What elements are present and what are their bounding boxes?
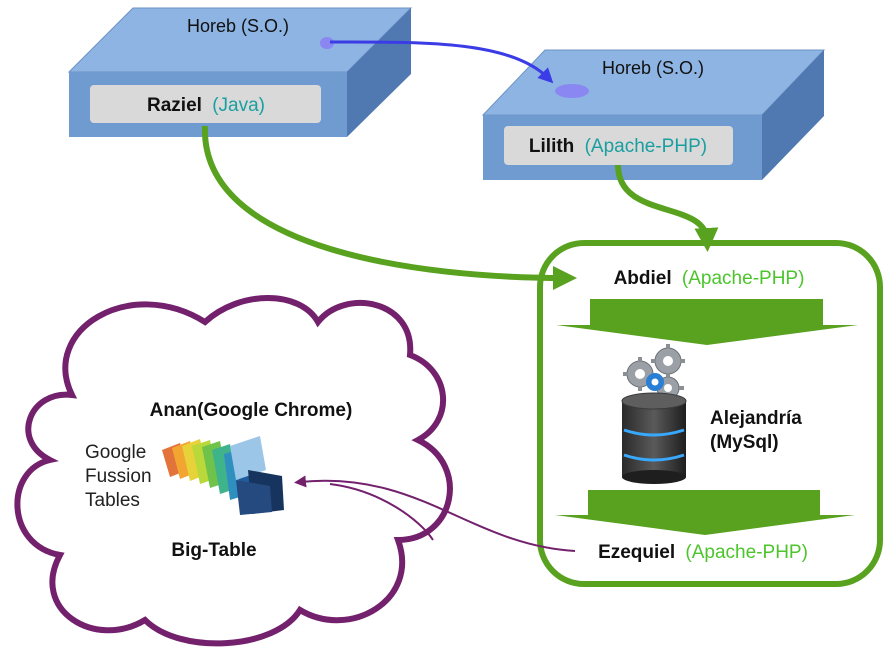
arrow-ezequiel-to-cloud (294, 475, 576, 552)
svg-text:Raziel (Java): Raziel (Java) (147, 95, 265, 116)
folders-icon (162, 436, 284, 515)
service-line3: Tables (85, 490, 140, 511)
connection-dot-right (555, 84, 589, 98)
database-icon (621, 392, 687, 484)
service-line2: Fussion (85, 466, 152, 487)
app-name-lilith: Lilith (529, 136, 574, 157)
arrow-lilith-to-abdiel (615, 164, 719, 252)
service-line1: Google (85, 442, 146, 463)
app-label-box-right (504, 126, 733, 165)
service-name-ezequiel: Ezequiel (598, 542, 675, 563)
app-name-raziel: Raziel (147, 95, 202, 116)
app-tech-raziel: (Java) (212, 95, 265, 116)
blue-sync-arrow (329, 40, 554, 84)
app-label-box-left (90, 85, 321, 123)
svg-text:Abdiel (Apache-PHP): Abdiel (Apache-PHP) (614, 268, 805, 289)
os-label-right: Horeb (S.O.) (602, 58, 704, 78)
db-name-alejandria: Alejandría (710, 408, 802, 429)
storage-label: Big-Table (171, 540, 256, 561)
os-label-left: Horeb (S.O.) (187, 16, 289, 36)
service-tech-abdiel: (Apache-PHP) (682, 268, 805, 289)
service-tech-ezequiel: (Apache-PHP) (685, 542, 808, 563)
server-box-right: Horeb (S.O.) Lilith (Apache-PHP) (481, 49, 826, 180)
svg-text:Lilith (Apache-PHP): Lilith (Apache-PHP) (529, 136, 707, 157)
svg-text:Ezequiel (Apache-PHP): Ezequiel (Apache-PHP) (598, 542, 808, 563)
app-tech-lilith: (Apache-PHP) (585, 136, 708, 157)
server-box-left: Horeb (S.O.) Raziel (Java) (67, 7, 413, 137)
db-tech-mysql: (MySql) (710, 432, 779, 453)
flow-arrow-down-2 (555, 490, 855, 535)
service-name-abdiel: Abdiel (614, 268, 672, 289)
gears-icon (623, 344, 685, 400)
arrow-raziel-to-abdiel (201, 125, 577, 290)
connection-dot-left (320, 37, 334, 49)
flow-arrow-down-1 (556, 299, 858, 345)
arrow-ezequiel-to-cloud-inner (329, 483, 434, 541)
cloud-title: Anan(Google Chrome) (150, 400, 353, 421)
